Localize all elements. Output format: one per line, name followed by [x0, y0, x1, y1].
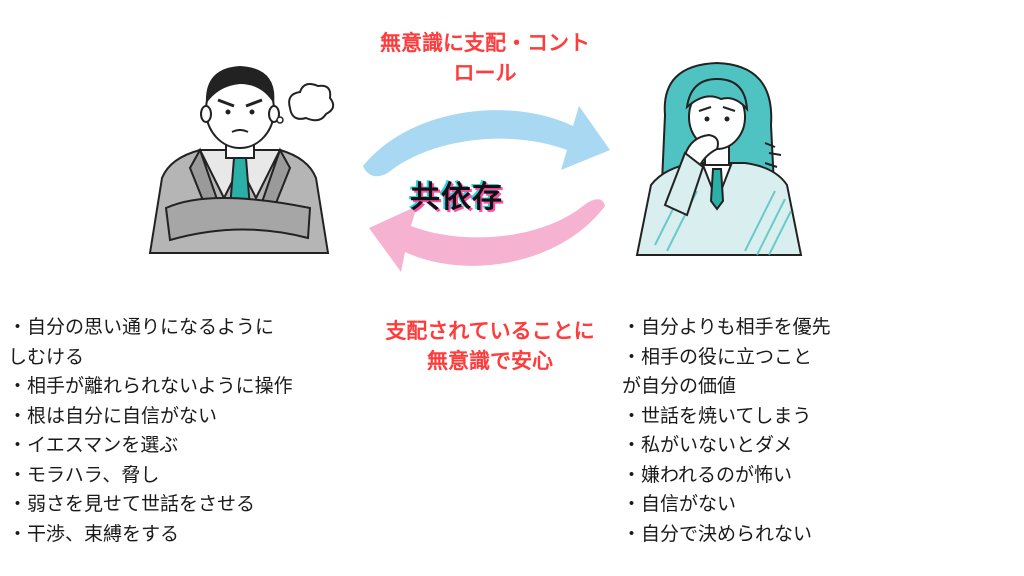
- angry-businessman-icon: [148, 66, 335, 254]
- list-item: しむける: [8, 345, 85, 368]
- list-item: ・自分の思い通りになるように: [8, 316, 275, 338]
- list-item: ・自分よりも相手を優先: [622, 316, 831, 338]
- list-item: ・世話を焼いてしまう: [622, 404, 812, 427]
- list-item: ・相手の役に立つこと: [622, 345, 813, 368]
- anxious-woman-icon: [635, 61, 803, 256]
- top-arrow-icon: [363, 106, 610, 177]
- top-label-line1: 無意識に支配・コント: [380, 31, 590, 55]
- list-item: ・相手が離れられないように操作: [8, 375, 293, 397]
- list-item: ・根は自分に自信がない: [8, 404, 218, 427]
- list-item: ・私がいないとダメ: [622, 434, 793, 456]
- thought-bubble-icon: [276, 83, 335, 124]
- list-item: ・イエスマンを選ぶ: [8, 434, 179, 456]
- bottom-label-line2: 無意識で安心: [427, 349, 553, 373]
- center-label: 共依存: [410, 180, 503, 215]
- cycle-arrows: [363, 106, 610, 272]
- bottom-label: 支配されていることに 無意識で安心: [355, 316, 625, 376]
- list-item: ・弱さを見せて世話をさせる: [8, 493, 256, 515]
- list-item: が自分の価値: [622, 375, 737, 397]
- list-item: ・干渉、束縛をする: [8, 522, 180, 545]
- controller-traits-list: ・自分の思い通りになるように しむける ・相手が離れられないように操作 ・根は自…: [8, 313, 293, 549]
- list-item: ・自分で決められない: [622, 522, 813, 545]
- top-label-line2: ロール: [453, 61, 517, 85]
- dependent-traits-list: ・自分よりも相手を優先 ・相手の役に立つこと が自分の価値 ・世話を焼いてしまう…: [622, 313, 831, 549]
- list-item: ・モラハラ、脅し: [8, 463, 160, 486]
- bottom-label-line1: 支配されていることに: [385, 319, 595, 343]
- top-label: 無意識に支配・コント ロール: [340, 28, 630, 88]
- bottom-arrow-icon: [369, 199, 605, 272]
- list-item: ・自信がない: [622, 493, 737, 515]
- list-item: ・嫌われるのが怖い: [622, 463, 793, 486]
